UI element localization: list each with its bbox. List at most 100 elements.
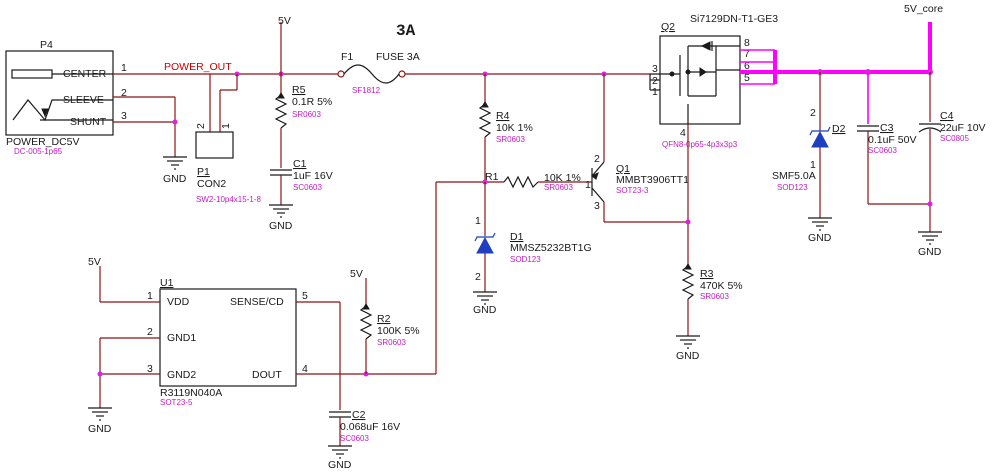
r5-value: 0.1R 5% — [292, 96, 332, 108]
p1-ref: P1 — [197, 166, 210, 178]
c2-ref: C2 — [352, 409, 366, 421]
r4-resistor: R4 10K 1% SR0603 — [478, 74, 533, 182]
v5-label-u1: 5V — [88, 256, 101, 268]
r2-value: 100K 5% — [377, 325, 420, 337]
net-label-5v-core: 5V_core — [904, 3, 943, 15]
q2-ref: Q2 — [661, 21, 675, 33]
c3-value: 0.1uF 50V — [868, 134, 916, 146]
u1-pin-vdd-name: VDD — [167, 296, 190, 308]
d2-tvs: 2 1 D2 SMF5.0A SOD123 — [772, 72, 846, 218]
gnd-label-d1: GND — [473, 304, 497, 316]
u1-pin-gnd1-name: GND1 — [167, 332, 196, 344]
d1-pin1-num: 1 — [475, 215, 481, 227]
c1-footprint: SC0603 — [293, 183, 322, 192]
gnd-symbol-u1: GND — [88, 407, 112, 435]
u1-ref: U1 — [160, 277, 174, 289]
u1-ic: U1 R3119N040A SOT23-5 VDD GND1 GND2 SENS… — [147, 277, 308, 407]
p1-pin1-num: 1 — [220, 123, 232, 129]
r4-value: 10K 1% — [496, 122, 533, 134]
q1-footprint: SOT23-3 — [616, 186, 649, 195]
c1-value: 1uF 16V — [293, 170, 333, 182]
q2-pin1-num: 1 — [652, 86, 658, 98]
v5-core-bus: 5V_core — [740, 3, 943, 85]
gnd-label-p4: GND — [163, 173, 187, 185]
q2-pin7-num: 7 — [744, 48, 750, 60]
r5-footprint: SR0603 — [292, 110, 321, 119]
net-label-power-out: POWER_OUT — [164, 61, 232, 73]
q2-value: Si7129DN-T1-GE3 — [690, 13, 778, 25]
u1-pin3-num: 3 — [147, 363, 153, 375]
r4-ref: R4 — [496, 110, 510, 122]
d2-value: SMF5.0A — [772, 170, 816, 182]
c4-footprint: SC0805 — [940, 134, 969, 143]
q2-pin5-num: 5 — [744, 72, 750, 84]
p4-pin-center-name: CENTER — [63, 68, 107, 80]
u1-value: R3119N040A — [160, 387, 222, 399]
gnd-label-d2: GND — [808, 232, 832, 244]
d2-pin2-num: 2 — [810, 107, 816, 119]
u1-footprint: SOT23-5 — [160, 398, 193, 407]
r2-resistor: 5V R2 100K 5% SR0603 — [350, 268, 420, 374]
p4-dc-jack: P4 POWER_DC5V DC-005-1p65 CENTER SLEEVE … — [5, 39, 127, 156]
p1-pin2-num: 2 — [195, 123, 207, 129]
node-r1 — [435, 179, 504, 374]
q2-pin3-num: 3 — [652, 63, 658, 75]
q1-ref: Q1 — [616, 163, 630, 175]
p4-wires — [113, 73, 210, 157]
r1-footprint: SR0603 — [544, 183, 573, 192]
d1-zener: 1 2 D1 MMSZ5232BT1G SOD123 — [474, 182, 592, 292]
u1-pin-sense-name: SENSE/CD — [230, 296, 284, 308]
f1-value: FUSE 3A — [376, 51, 420, 63]
u1-pin-dout-name: DOUT — [252, 369, 282, 381]
c3-footprint: SC0603 — [868, 146, 897, 155]
d2-pin1-num: 1 — [810, 159, 816, 171]
c3-ref: C3 — [880, 122, 894, 134]
q2-pin8-num: 8 — [744, 37, 750, 49]
d1-value: MMSZ5232BT1G — [510, 242, 592, 254]
c4-ref: C4 — [940, 110, 954, 122]
q1-pin1-num: 1 — [585, 179, 591, 191]
p1-connector: 2 1 P1 CON2 SW2-10p4x15-1-8 — [195, 74, 261, 204]
p4-value: POWER_DC5V — [6, 136, 80, 148]
f1-fuse: F1 FUSE 3A SF1812 — [337, 51, 420, 95]
gnd-label-c2: GND — [328, 459, 352, 471]
q2-pin6-num: 6 — [744, 60, 750, 72]
diagram-title: 3A — [396, 22, 416, 40]
u1-pin1-num: 1 — [147, 290, 153, 302]
q2-pin4-num: 4 — [680, 127, 686, 139]
c1-ref: C1 — [293, 158, 307, 170]
p4-pin1-num: 1 — [121, 62, 127, 74]
gnd-label-u1: GND — [88, 423, 112, 435]
d1-ref: D1 — [510, 231, 524, 243]
gnd-symbol-p4: GND — [163, 156, 187, 185]
r1-resistor: R1 10K 1% SR0603 — [485, 171, 592, 192]
q1-pin2-num: 2 — [594, 153, 600, 165]
d2-ref: D2 — [832, 123, 846, 135]
p4-pin3-num: 3 — [121, 110, 127, 122]
p4-footprint: DC-005-1p65 — [14, 147, 63, 156]
c3-capacitor: C3 0.1uF 50V SC0603 — [857, 72, 930, 205]
c2-value: 0.068uF 16V — [340, 421, 400, 433]
gnd-symbol-c1: GND — [269, 204, 293, 232]
r2-ref: R2 — [377, 313, 391, 325]
d2-footprint: SOD123 — [777, 183, 808, 192]
p4-pin-sleeve-name: SLEEVE — [63, 94, 104, 106]
q2-gate-wire — [685, 124, 691, 266]
p4-pin-shunt-name: SHUNT — [70, 116, 107, 128]
r1-ref: R1 — [485, 171, 499, 183]
r4-footprint: SR0603 — [496, 135, 525, 144]
q2-footprint: QFN8-0p65-4p3x3p3 — [662, 140, 738, 149]
r5-resistor: R5 0.1R 5% SR0603 — [274, 84, 332, 168]
power-out-rail — [210, 71, 650, 90]
c4-value: 22uF 10V — [940, 122, 986, 134]
c2-footprint: SC0603 — [340, 434, 369, 443]
q2-pin2-num: 2 — [652, 75, 658, 87]
r3-footprint: SR0603 — [700, 292, 729, 301]
r2-footprint: SR0603 — [377, 338, 406, 347]
q1-transistor: 1 2 3 Q1 MMBT3906TT1 SOT23-3 — [585, 74, 689, 223]
c4-capacitor: C4 22uF 10V SC0805 — [918, 72, 986, 232]
r3-ref: R3 — [700, 268, 714, 280]
p1-value: CON2 — [197, 178, 226, 190]
c2-capacitor: C2 0.068uF 16V SC0603 — [329, 409, 400, 446]
